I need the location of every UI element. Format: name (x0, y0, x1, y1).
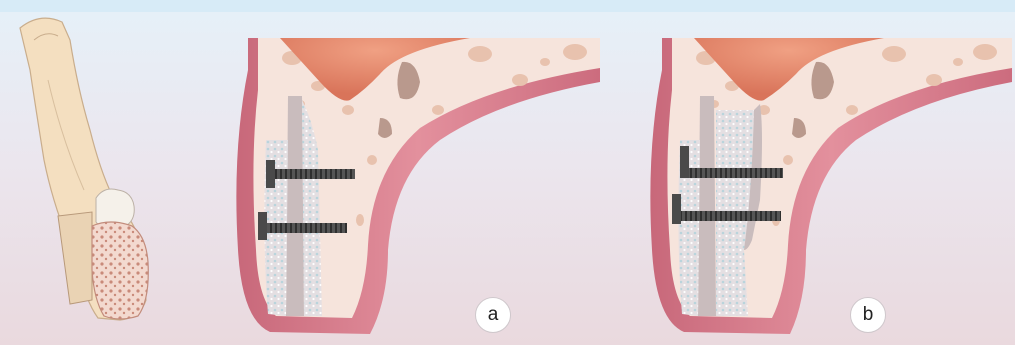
buccal-cortical-strip-a (286, 96, 304, 316)
panel-a (236, 38, 600, 334)
panel-a-label: a (475, 297, 511, 333)
panel-b (650, 38, 1012, 334)
panel-b-label: b (850, 297, 886, 333)
mandible-overview-sketch (20, 18, 148, 320)
buccal-cortical-strip-b (698, 96, 716, 316)
